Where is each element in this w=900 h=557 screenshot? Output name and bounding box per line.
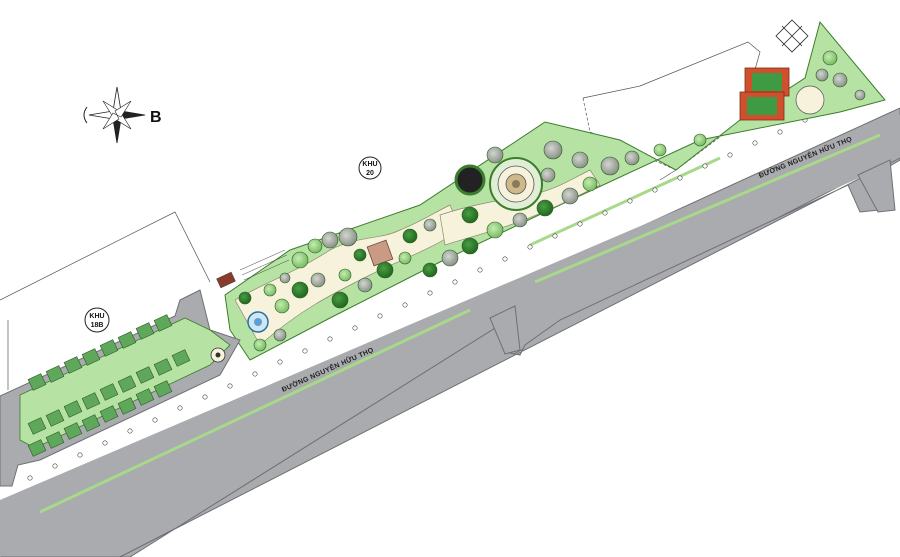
north-arrow [83,86,146,144]
svg-text:KHU: KHU [362,161,377,168]
small-north-arrow [775,19,809,53]
fountain-core [254,318,262,326]
median-strip-3 [529,156,721,247]
park-trees [238,50,866,352]
svg-text:20: 20 [366,170,374,177]
north-label: B [150,109,162,126]
dark-round-feature [454,164,486,196]
roundabout-center [215,352,221,358]
park-strip [224,20,886,361]
zone-label-khu-20: KHU 20 [358,156,382,180]
road-surface-lower [0,115,900,557]
median-strip-2 [534,133,881,284]
townhouses [27,314,191,457]
central-circular-plaza [489,157,543,211]
sidewalk-trees [27,97,858,481]
residential-zone-18b [0,289,241,487]
steps [239,249,290,281]
side-spur-1 [489,305,521,355]
svg-text:18B: 18B [91,322,104,329]
small-plaza-circle-east [795,85,825,115]
svg-text:KHU: KHU [89,313,104,320]
tennis-court-1-surface [752,73,782,91]
main-road [0,97,900,557]
tennis-courts [739,67,790,121]
side-spur-2 [857,159,896,213]
zone-label-khu-18b: KHU 18B [84,307,110,333]
median-strip-1 [39,308,471,514]
entrance-kiosk [216,271,236,289]
tennis-court-2-surface [747,97,777,115]
